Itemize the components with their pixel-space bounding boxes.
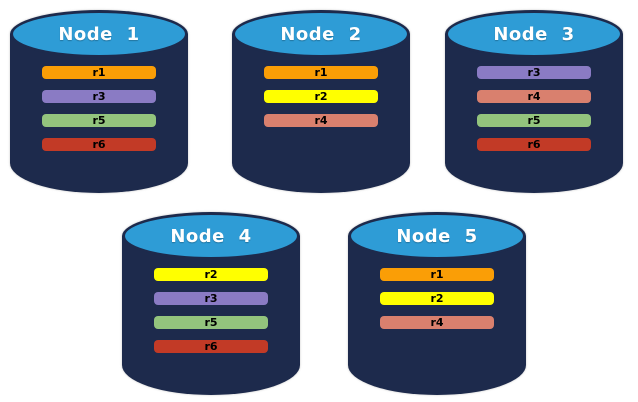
partition-bar-r1: r1 [380, 268, 494, 281]
db-node-3: Node 3 r3 r4 r5 r6 [445, 5, 623, 195]
cylinder-body-shape [122, 236, 300, 395]
partition-label: r5 [204, 316, 218, 329]
node-title: Node 3 [493, 23, 575, 45]
partition-bar-r2: r2 [380, 292, 494, 305]
db-node-1: Node 1 r1 r3 r5 r6 [10, 5, 188, 195]
partition-bar-r6: r6 [154, 340, 268, 353]
partition-label: r2 [430, 292, 444, 305]
partition-bar-r4: r4 [477, 90, 591, 103]
partition-label: r6 [92, 138, 106, 151]
partition-bar-r2: r2 [264, 90, 378, 103]
node-title: Node 1 [58, 23, 140, 45]
partition-label: r5 [92, 114, 106, 127]
node-title: Node 5 [396, 225, 478, 247]
partition-bar-r6: r6 [477, 138, 591, 151]
partition-label: r3 [527, 66, 541, 79]
partition-list: r2 r3 r5 r6 [122, 268, 300, 353]
partition-bar-r2: r2 [154, 268, 268, 281]
cylinder-body-shape [445, 34, 623, 193]
partition-label: r1 [314, 66, 328, 79]
cylinder-top-ellipse: Node 5 [348, 212, 526, 260]
cylinder-top-ellipse: Node 2 [232, 10, 410, 58]
partition-bar-r1: r1 [42, 66, 156, 79]
node-title: Node 2 [280, 23, 362, 45]
partition-bar-r5: r5 [154, 316, 268, 329]
partition-label: r3 [92, 90, 106, 103]
partition-bar-r3: r3 [42, 90, 156, 103]
partition-label: r4 [314, 114, 328, 127]
partition-label: r2 [204, 268, 218, 281]
partition-label: r6 [527, 138, 541, 151]
partition-bar-r4: r4 [380, 316, 494, 329]
partition-bar-r4: r4 [264, 114, 378, 127]
cylinder-top-ellipse: Node 4 [122, 212, 300, 260]
partition-label: r5 [527, 114, 541, 127]
cylinder-body-shape [232, 34, 410, 193]
partition-label: r4 [527, 90, 541, 103]
cylinder-body-shape [348, 236, 526, 395]
partition-list: r1 r2 r4 [348, 268, 526, 329]
partition-list: r1 r3 r5 r6 [10, 66, 188, 151]
partition-label: r4 [430, 316, 444, 329]
db-node-4: Node 4 r2 r3 r5 r6 [122, 207, 300, 397]
partition-list: r1 r2 r4 [232, 66, 410, 127]
partition-bar-r1: r1 [264, 66, 378, 79]
partition-bar-r3: r3 [477, 66, 591, 79]
partition-label: r6 [204, 340, 218, 353]
cylinder-top-ellipse: Node 3 [445, 10, 623, 58]
partition-label: r1 [92, 66, 106, 79]
partition-label: r1 [430, 268, 444, 281]
partition-bar-r5: r5 [477, 114, 591, 127]
partition-bar-r6: r6 [42, 138, 156, 151]
partition-list: r3 r4 r5 r6 [445, 66, 623, 151]
db-node-5: Node 5 r1 r2 r4 [348, 207, 526, 397]
node-title: Node 4 [170, 225, 252, 247]
partition-bar-r3: r3 [154, 292, 268, 305]
db-node-2: Node 2 r1 r2 r4 [232, 5, 410, 195]
cylinder-body-shape [10, 34, 188, 193]
partition-label: r3 [204, 292, 218, 305]
cylinder-top-ellipse: Node 1 [10, 10, 188, 58]
partition-bar-r5: r5 [42, 114, 156, 127]
partition-label: r2 [314, 90, 328, 103]
